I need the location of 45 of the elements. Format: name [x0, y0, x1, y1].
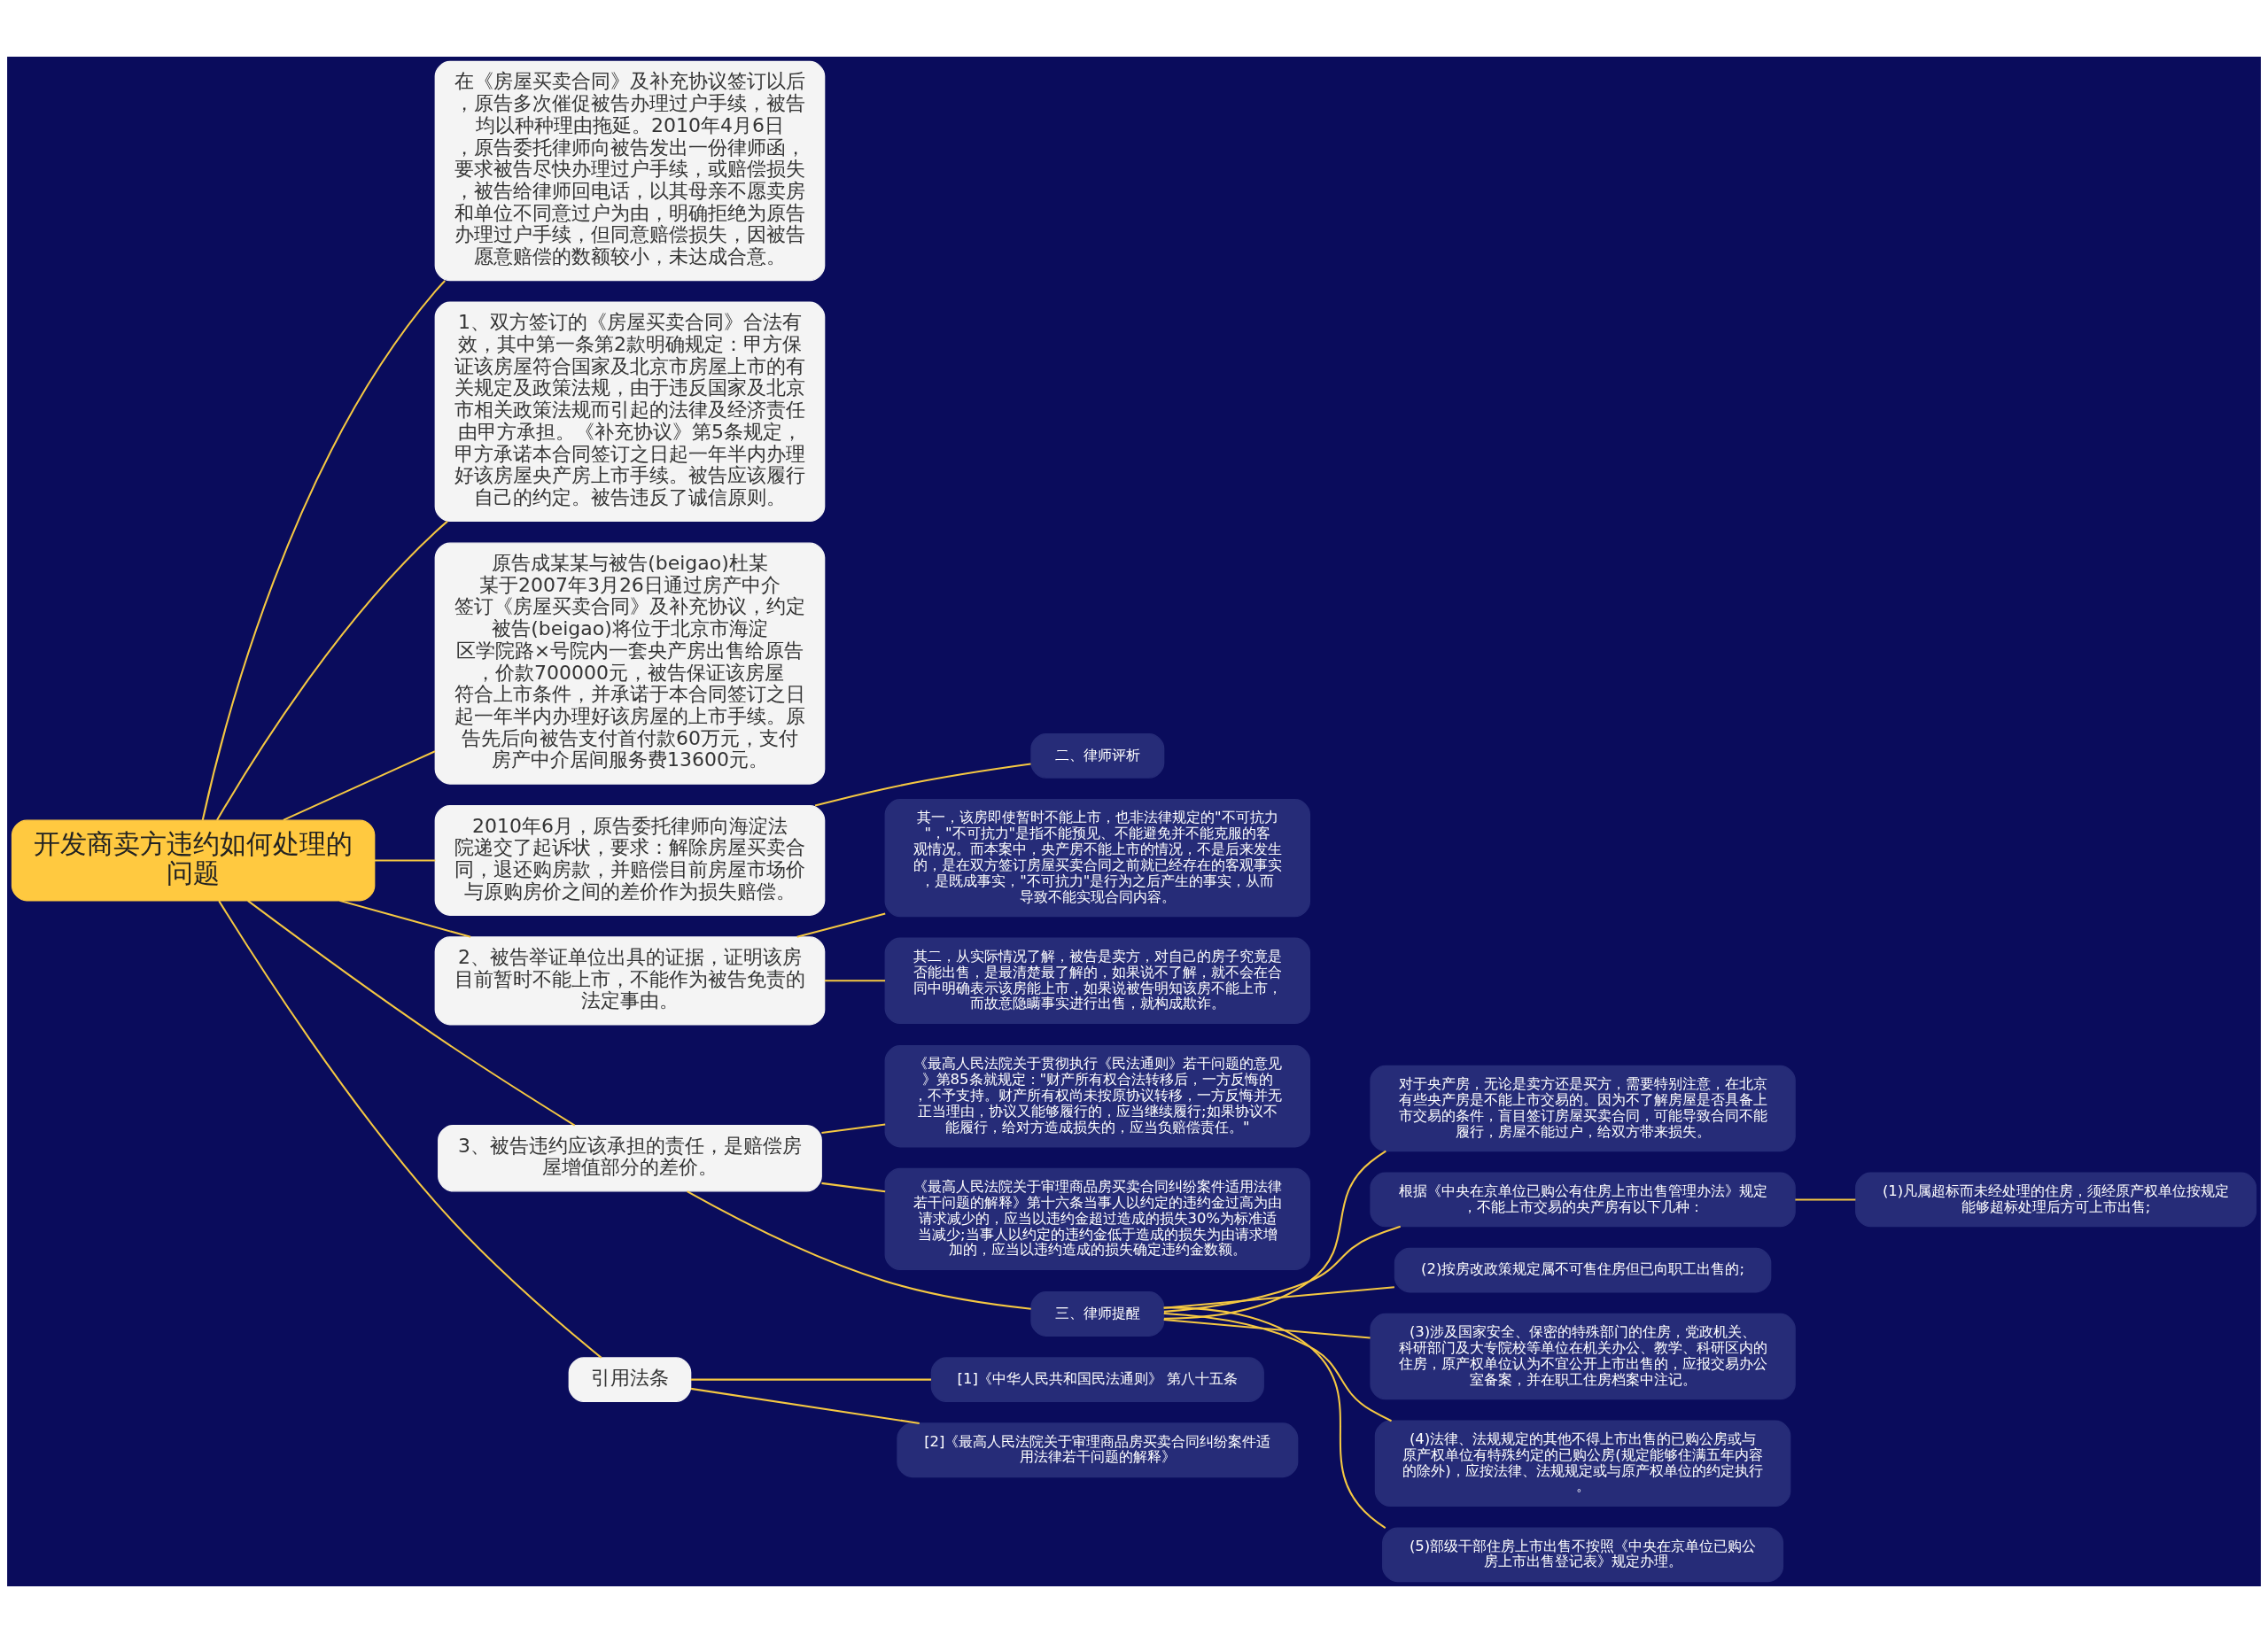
- connector: [374, 859, 436, 862]
- connector: [796, 912, 886, 938]
- connector: [247, 900, 576, 1127]
- connector: [1163, 1225, 1402, 1313]
- connector: [339, 899, 471, 938]
- node-box: 根据《中央在京单位已购公有住房上市出售管理办法》规定，不能上市交易的央产房有以下几种：: [1370, 1172, 1796, 1228]
- connector: [201, 280, 446, 821]
- connector: [218, 900, 602, 1359]
- connector: [1795, 1198, 1856, 1201]
- node-box: 二、律师评析: [1030, 732, 1165, 779]
- node-box: 1、双方签订的《房屋买卖合同》合法有效，其中第一条第2款明确规定：甲方保证该房屋符合国家及北京市房屋上市的有关规定及政策法规，由于违反国家及北京市相关政策法规而引起的法律及经济责任由甲方承担。《补充协议》第5条规定，甲方承诺本合同签订之日起一年半内办理好该房屋央产房上市手续。被告应该履行自己的约定。被告违反了诚信原则。: [434, 301, 826, 523]
- connector: [821, 1182, 886, 1193]
- node-box: 对于央产房，无论是卖方还是买方，需要特别注意，在北京有些央产房是不能上市交易的。因为不了解房屋是否具备上市交易的条件，盲目签订房屋买卖合同，可能导致合同不能履行，房屋不能过户，给双方带来损失。: [1370, 1065, 1796, 1152]
- node-box: [1]《中华人民共和国民法通则》 第八十五条: [930, 1357, 1264, 1402]
- node-box: 三、律师提醒: [1030, 1291, 1165, 1337]
- connector: [1163, 1150, 1386, 1320]
- connector: [1163, 1306, 1386, 1529]
- connector: [1163, 1312, 1392, 1422]
- node-box: 在《房屋买卖合同》及补充协议签订以后，原告多次催促被告办理过户手续，被告均以种种理由拖延。2010年4月6日，原告委托律师向被告发出一份律师函，要求被告尽快办理过户手续，或赔偿损失，被告给律师回电话，以其母亲不愿卖房和单位不同意过户为由，明确拒绝为原告办理过户手续，但同意赔偿损失，因被告愿意赔偿的数额较小，未达成合意。: [434, 60, 826, 282]
- node-box: 开发商卖方违约如何处理的问题: [11, 819, 376, 902]
- connector: [1163, 1286, 1394, 1309]
- node-box: 《最高人民法院关于贯彻执行《民法通则》若干问题的意见》第85条就规定："财产所有权合法转移后，一方反悔的，不予支持。财产所有权尚未按原协议转移，一方反悔并无正当理由，协议又能够履行的，应当继续履行;如果协议不能履行，给对方造成损失的，应当负赔偿责任。": [884, 1045, 1311, 1148]
- connector: [687, 1190, 1031, 1310]
- connector: [690, 1387, 920, 1424]
- node-box: [2]《最高人民法院关于审理商品房买卖合同纠纷案件适用法律若干问题的解释》: [897, 1422, 1299, 1478]
- node-box: 其二，从实际情况了解，被告是卖方，对自己的房子究竟是否能出售，是最清楚最了解的，如果说不了解，就不会在合同中明确表示该房能上市，如果说被告明知该房不能上市，而故意隐瞒事实进行出售，就构成欺诈。: [884, 937, 1311, 1025]
- connector: [824, 980, 886, 982]
- connector: [283, 750, 436, 821]
- node-box: 3、被告违约应该承担的责任，是赔偿房屋增值部分的差价。: [438, 1125, 822, 1192]
- node-box: 2、被告举证单位出具的证据，证明该房目前暂时不能上市，不能作为被告免责的法定事由。: [434, 936, 826, 1026]
- node-box: 原告成某某与被告(beigao)杜某某于2007年3月26日通过房产中介签订《房屋买卖合同》及补充协议，约定被告(beigao)将位于北京市海淀区学院路×号院内一套央产房出售给原告，价款700000元，被告保证该房屋符合上市条件，并承诺于本合同签订之日起一年半内办理好该房屋的上市手续。原告先后向被告支付首付款60万元，支付房产中介居间服务费13600元。: [434, 542, 826, 785]
- connector: [690, 1378, 932, 1381]
- connector: [821, 1123, 886, 1135]
- node-box: (5)部级干部住房上市出售不按照《中央在京单位已购公房上市出售登记表》规定办理。: [1382, 1527, 1784, 1583]
- node-box: (2)按房改政策规定属不可售住房但已向职工出售的;: [1394, 1247, 1772, 1293]
- connector: [216, 520, 448, 821]
- node-box: (1)凡属超标而未经处理的住房，须经原产权单位按规定能够超标处理后方可上市出售;: [1855, 1172, 2257, 1228]
- node-box: 2010年6月，原告委托律师向海淀法院递交了起诉状，要求：解除房屋买卖合同，退还购房款，并赔偿目前房屋市场价与原购房价之间的差价作为损失赔偿。: [434, 804, 826, 916]
- node-box: (4)法律、法规规定的其他不得上市出售的已购公房或与原产权单位有特殊约定的已购公房(规定能够住满五年内容的除外)，应按法律、法规规定或与原产权单位的约定执行。: [1374, 1420, 1791, 1507]
- connector: [814, 763, 1031, 807]
- node-box: (3)涉及国家安全、保密的特殊部门的住房，党政机关、科研部门及大专院校等单位在机关办公、教学、科研区内的住房，原产权单位认为不宜公开上市出售的，应报交易办公室备案，并在职工住房档案中注记。: [1370, 1313, 1796, 1400]
- node-box: 引用法条: [568, 1357, 692, 1402]
- connector: [1163, 1318, 1371, 1339]
- node-box: 其一，该房即使暂时不能上市，也非法律规定的"不可抗力"，"不可抗力"是指不能预见、不能避免并不能克服的客观情况。而本案中，央产房不能上市的情况，不是后来发生的，是在双方签订房屋买卖合同之前就已经存在的客观事实，是既成事实，"不可抗力"是行为之后产生的事实，从而导致不能实现合同内容。: [884, 799, 1311, 918]
- node-box: 《最高人民法院关于审理商品房买卖合同纠纷案件适用法律若干问题的解释》第十六条当事人以约定的违约金过高为由请求减少的，应当以违约金超过造成的损失30%为标准适当减少;当事人以约定的违约金低于造成的损失为由请求增加的，应当以违约造成的损失确定违约金数额。: [884, 1167, 1311, 1271]
